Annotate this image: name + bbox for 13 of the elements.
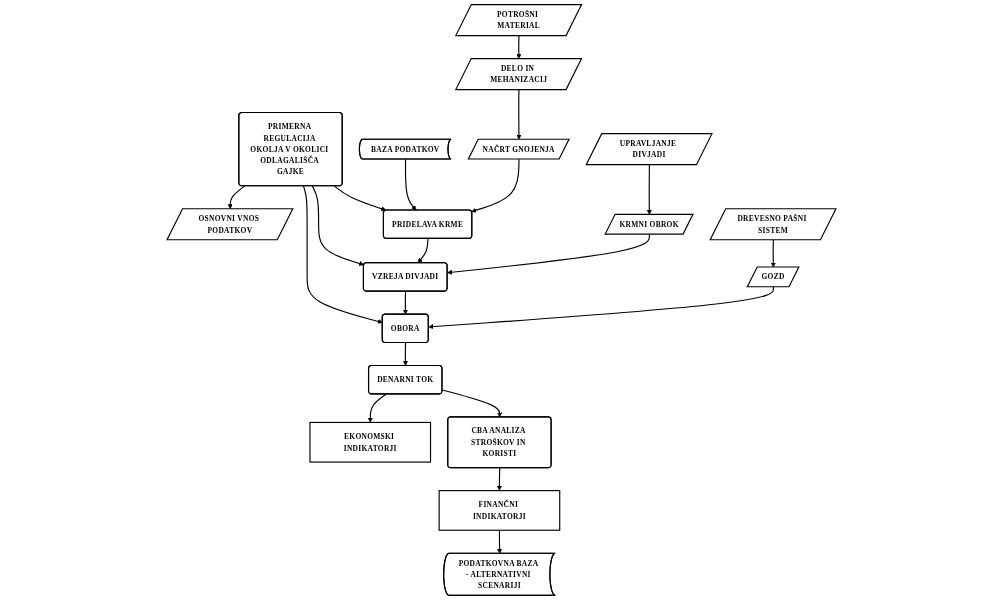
arrow: [417, 238, 429, 264]
arrow: [402, 290, 408, 315]
arrow: [497, 529, 503, 554]
arrow: [516, 89, 522, 140]
arrow: [402, 342, 408, 366]
arrow: [302, 185, 383, 324]
arrow: [496, 467, 502, 491]
arrow: [441, 389, 503, 418]
arrow: [428, 286, 774, 330]
arrow: [333, 185, 387, 212]
arrow: [311, 185, 365, 266]
arrow: [646, 164, 652, 215]
arrow: [367, 393, 387, 423]
